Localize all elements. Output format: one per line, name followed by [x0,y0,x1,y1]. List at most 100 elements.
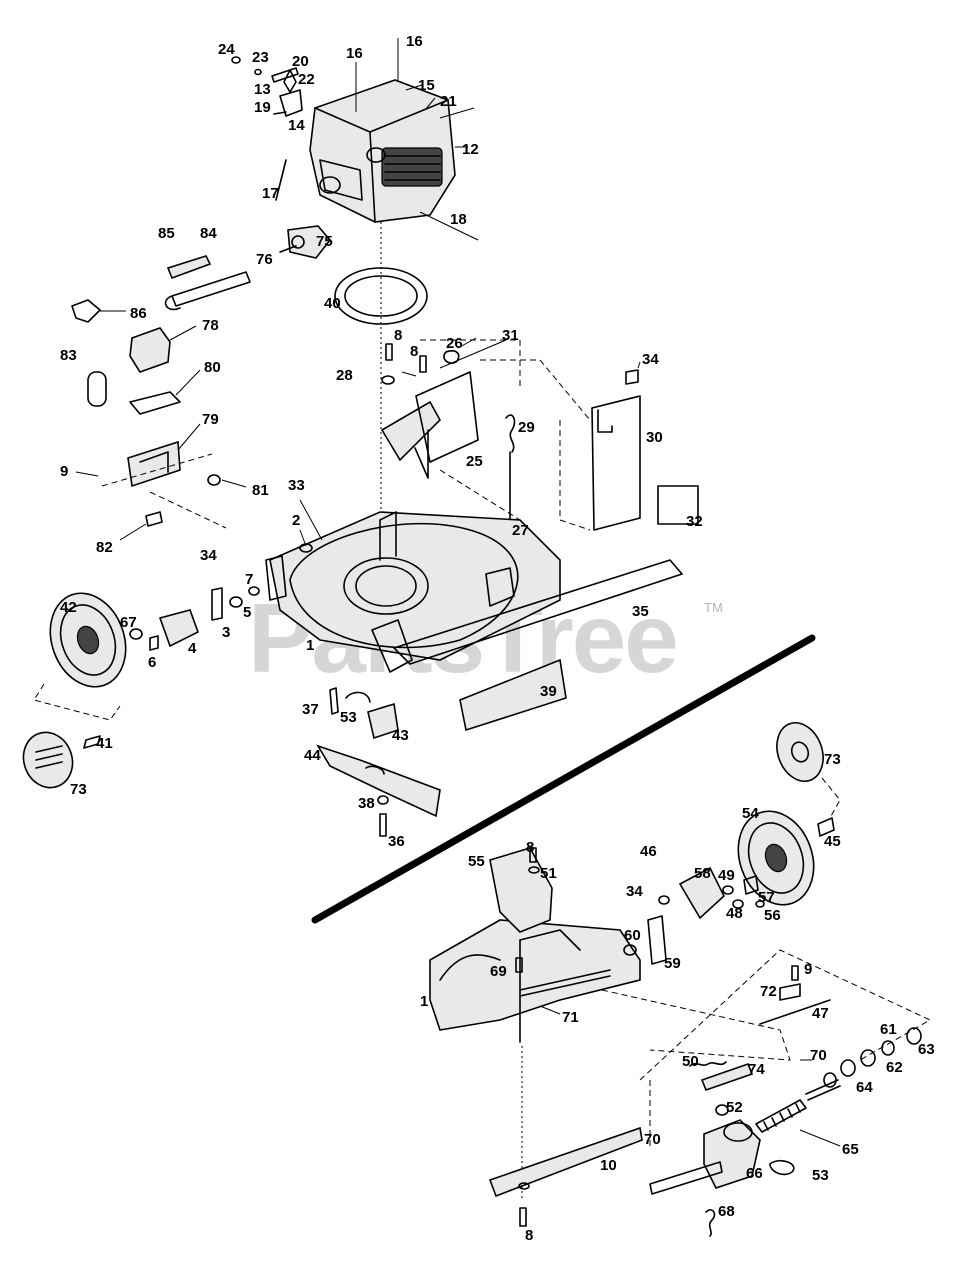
sleeve-74-part[interactable] [700,1062,754,1092]
bushing-60-part[interactable] [623,944,637,956]
callout-label: 45 [824,833,841,850]
callout-label: 58 [694,865,711,882]
washer-left-part[interactable] [229,596,243,608]
throttle-parts[interactable] [231,56,303,201]
mower-deck-part[interactable] [265,511,561,673]
screw-9-part[interactable] [791,965,799,981]
knob-part[interactable] [443,350,460,364]
section-divider [311,634,816,924]
callout-label: 34 [626,883,643,900]
washer-49-part[interactable] [722,885,734,895]
callout-label: 55 [468,853,485,870]
callout-label: 36 [388,833,405,850]
fitting-part[interactable] [715,1104,729,1116]
spring-50-part[interactable] [689,1061,727,1067]
callout-label: 19 [254,99,271,116]
label-part[interactable] [657,485,699,525]
cover-box-part[interactable] [129,327,171,373]
wheel-right-part[interactable] [726,801,826,916]
callout-label: 8 [410,343,418,360]
axle-bolt-right-part[interactable] [817,817,835,837]
callout-label: 59 [664,955,681,972]
callout-label: 63 [918,1041,935,1058]
blade-adapter-part[interactable] [367,702,399,740]
control-bracket-part[interactable] [279,225,332,259]
washer-62-part[interactable] [860,1049,876,1067]
gasket-part[interactable] [334,267,428,325]
small-washer-part[interactable] [658,895,670,905]
axle-bolt-part[interactable] [83,735,101,749]
hubcap-right-part[interactable] [769,716,831,787]
washer-part[interactable] [299,543,313,553]
screw-part[interactable] [149,635,159,651]
callout-label: 24 [218,41,235,58]
bolt-parts[interactable] [381,343,427,385]
tab-part[interactable] [145,511,163,527]
nut-left-part[interactable] [248,586,260,596]
callout-label: 27 [512,522,529,539]
bracket-part[interactable] [127,440,181,488]
bracket-left-part[interactable] [211,587,223,621]
cable-clamp-part[interactable] [779,983,801,1001]
washer-61-part[interactable] [881,1040,895,1056]
clip-53-part[interactable] [769,1159,795,1176]
spring-rod-part[interactable] [505,414,516,521]
callout-label: 10 [600,1157,617,1174]
callout-label: 16 [346,45,363,62]
callout-label: 56 [764,907,781,924]
bolt-69-part[interactable] [515,957,523,973]
pawl-bracket-part[interactable] [647,915,667,965]
washer-48-part[interactable] [732,899,744,909]
plate-bolt-part[interactable] [519,1207,527,1227]
callout-label: 65 [842,1141,859,1158]
clip-part[interactable] [71,299,101,323]
callout-label: 80 [204,359,221,376]
key-part[interactable] [345,691,371,703]
bushing-part[interactable] [129,628,143,640]
flap-part[interactable] [459,658,567,732]
height-adjuster-part[interactable] [158,609,199,648]
callout-label: 84 [200,225,217,242]
drive-plate-part[interactable] [488,1126,643,1198]
worm-shaft-part[interactable] [755,1099,807,1133]
drive-cover-part[interactable] [489,847,553,933]
nut-part-right[interactable] [840,1059,856,1077]
rear-deck-part[interactable] [429,919,641,1031]
tab-part-upper[interactable] [625,369,639,385]
locknut-63-part[interactable] [906,1027,922,1045]
axle-rod-left-part[interactable] [649,1161,723,1195]
cover-washer-part[interactable] [528,866,540,874]
callout-label: 8 [526,839,534,856]
callout-label: 4 [188,640,197,657]
baffle-part[interactable] [380,371,479,479]
chute-panel-part[interactable] [591,395,641,531]
callout-label: 31 [502,327,519,344]
gear-part[interactable] [678,866,725,920]
loop-part[interactable] [87,371,107,407]
callout-label: 54 [742,805,759,822]
callout-label: 34 [642,351,659,368]
callout-label: 53 [340,709,357,726]
washer-64-part[interactable] [823,1072,837,1088]
washer-56-part[interactable] [755,900,765,908]
blade-part[interactable] [316,744,441,818]
washer-blade-part[interactable] [377,795,389,805]
blade-bolt-part[interactable] [379,813,387,837]
deflector-sheet-part[interactable] [393,559,683,665]
wheel-left-part[interactable] [38,583,138,698]
transmission-part[interactable] [703,1119,761,1189]
cable-47-part[interactable] [759,999,831,1025]
plate-part[interactable] [129,391,181,415]
cover-bolt-part[interactable] [529,847,537,863]
spring-68-part[interactable] [705,1209,716,1237]
hubcap-left-part[interactable] [16,725,80,794]
axle-rod-right-part[interactable] [805,1079,841,1101]
nut-part[interactable] [207,474,221,486]
callout-label: 67 [120,614,137,631]
drive-rod-part[interactable] [519,939,611,1043]
engine-part[interactable] [309,79,456,223]
pinion-part[interactable] [743,875,759,895]
callout-label: 41 [96,735,113,752]
screw-blade-part[interactable] [329,687,339,715]
handle-grip-part[interactable] [164,255,251,311]
